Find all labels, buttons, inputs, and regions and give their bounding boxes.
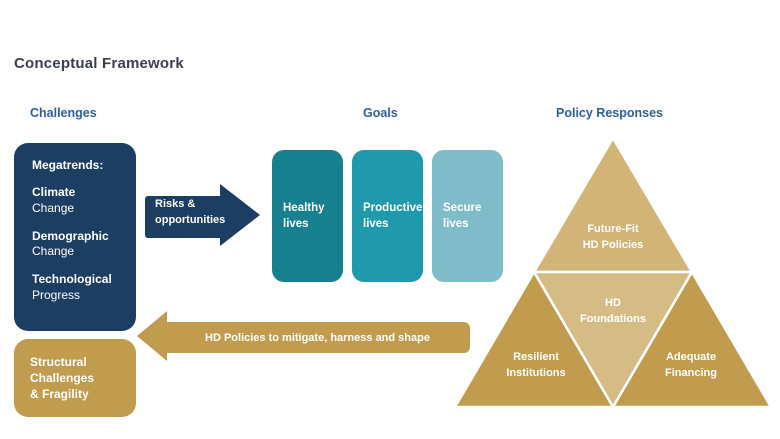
megatrend-item-climate: Climate Change xyxy=(32,185,126,217)
goal-label: Secure lives xyxy=(443,201,482,230)
goal-box-healthy-lives: Healthy lives xyxy=(272,150,343,282)
column-header-policy-responses: Policy Responses xyxy=(556,106,663,120)
pyramid-segment-adequate xyxy=(611,270,771,408)
goal-label: Healthy lives xyxy=(283,201,325,230)
hd-policies-arrow-head xyxy=(137,311,167,361)
pyramid-segment-resilient xyxy=(455,270,615,408)
pyramid-label-adequate: Adequate Financing xyxy=(665,351,717,379)
megatrend-item-technological: Technological Progress xyxy=(32,272,126,304)
hd-policies-arrow-shaft: HD Policies to mitigate, harness and sha… xyxy=(165,322,470,353)
megatrend-item-rest: Change xyxy=(32,244,75,259)
risks-arrow-label: Risks & opportunities xyxy=(155,198,226,226)
megatrend-item-bold: Demographic xyxy=(32,228,109,243)
megatrend-item-bold: Technological xyxy=(32,272,112,287)
page-title: Conceptual Framework xyxy=(14,55,184,72)
policy-pyramid xyxy=(455,137,771,408)
megatrend-item-rest: Progress xyxy=(32,288,81,303)
goal-box-productive-lives: Productive lives xyxy=(352,150,423,282)
pyramid-label-foundations: HD Foundations xyxy=(580,297,646,325)
column-header-challenges: Challenges xyxy=(30,106,97,120)
megatrend-item-rest: Change xyxy=(32,200,75,215)
megatrends-heading: Megatrends: xyxy=(32,158,104,172)
megatrend-item-bold: Climate xyxy=(32,185,76,199)
column-header-goals: Goals xyxy=(363,106,398,120)
megatrend-item-demographic: Demographic Change xyxy=(32,229,126,261)
pyramid-label-resilient: Resilient Institutions xyxy=(506,351,566,379)
pyramid-label-future-fit: Future-Fit HD Policies xyxy=(582,223,644,251)
goal-label: Productive lives xyxy=(363,201,423,230)
structural-challenges-label: Structural Challenges & Fragility xyxy=(30,354,95,402)
megatrends-box: Megatrends: Climate Change Demographic C… xyxy=(14,143,136,331)
hd-policies-arrow-label: HD Policies to mitigate, harness and sha… xyxy=(205,331,430,344)
structural-challenges-box: Structural Challenges & Fragility xyxy=(14,339,136,417)
risks-arrow-shaft xyxy=(145,196,222,238)
goal-box-secure-lives: Secure lives xyxy=(432,150,503,282)
